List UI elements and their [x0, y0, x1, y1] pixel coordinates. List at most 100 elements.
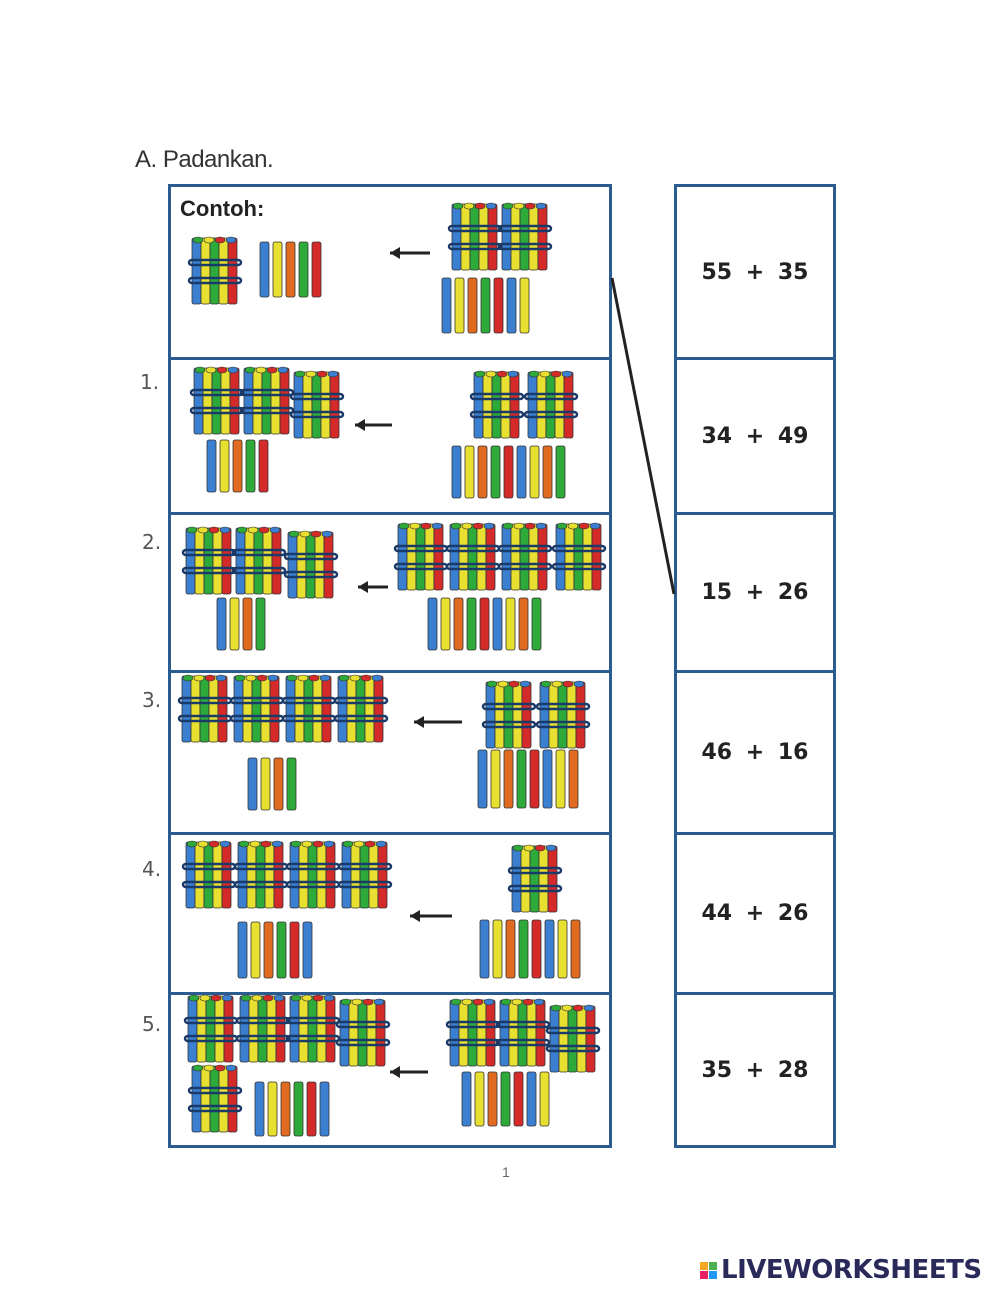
ten-bundle — [497, 202, 553, 271]
ten-bundle — [229, 674, 285, 743]
one-stick — [441, 277, 452, 334]
expression-cell-3[interactable]: 15 + 26 — [677, 512, 833, 670]
one-stick — [453, 597, 464, 651]
expression-cell-1[interactable]: 55 + 35 — [701, 259, 809, 285]
ten-bundle — [289, 370, 345, 439]
ten-bundle — [333, 674, 389, 743]
one-stick — [492, 919, 503, 979]
one-stick — [461, 1071, 472, 1127]
one-stick — [555, 445, 566, 499]
item-number-3: 3. — [142, 688, 162, 712]
one-stick — [242, 597, 253, 651]
ten-bundle — [469, 370, 525, 439]
one-stick — [506, 277, 517, 334]
one-stick — [451, 445, 462, 499]
one-stick — [487, 1071, 498, 1127]
item-row-3[interactable] — [171, 670, 609, 832]
one-stick — [311, 241, 322, 298]
expression-column: 55 + 35 34 + 49 15 + 26 46 + 16 44 + 26 … — [674, 184, 836, 1148]
ten-bundle — [523, 370, 579, 439]
liveworksheets-icon — [700, 1261, 717, 1279]
one-stick — [557, 919, 568, 979]
ten-bundle — [535, 680, 591, 749]
expression-cell-5[interactable]: 44 + 26 — [677, 832, 833, 992]
one-stick — [492, 597, 503, 651]
page-number: 1 — [502, 1164, 510, 1180]
one-stick — [245, 439, 256, 493]
one-stick — [267, 1081, 278, 1137]
one-stick — [263, 921, 274, 979]
one-stick — [503, 749, 514, 809]
one-stick — [542, 445, 553, 499]
one-stick — [260, 757, 271, 811]
expression-cell-2[interactable]: 34 + 49 — [677, 357, 833, 512]
item-row-2[interactable] — [171, 512, 609, 670]
item-row-5[interactable] — [171, 992, 609, 1145]
ten-bundle — [495, 998, 551, 1067]
arrowhead-icon — [414, 716, 424, 728]
one-stick — [568, 749, 579, 809]
ten-bundle — [551, 522, 607, 591]
ten-bundle — [281, 674, 337, 743]
one-stick — [232, 439, 243, 493]
one-stick — [529, 749, 540, 809]
one-stick — [542, 749, 553, 809]
one-stick — [531, 597, 542, 651]
one-stick — [480, 277, 491, 334]
one-stick — [454, 277, 465, 334]
one-stick — [285, 241, 296, 298]
arrowhead-icon — [355, 419, 365, 431]
one-stick — [427, 597, 438, 651]
instruction-heading: A. Padankan. — [135, 146, 274, 173]
one-stick — [440, 597, 451, 651]
one-stick — [539, 1071, 550, 1127]
one-stick — [466, 597, 477, 651]
ten-bundle — [183, 994, 239, 1063]
one-stick — [570, 919, 581, 979]
one-stick — [289, 921, 300, 979]
ten-bundle — [177, 674, 233, 743]
expression-cell-4[interactable]: 46 + 16 — [677, 670, 833, 832]
one-stick — [247, 757, 258, 811]
ten-bundle — [285, 994, 341, 1063]
ten-bundle — [189, 366, 245, 435]
one-stick — [255, 597, 266, 651]
one-stick — [293, 1081, 304, 1137]
arrowhead-icon — [358, 581, 368, 593]
one-stick — [555, 749, 566, 809]
ten-bundle — [283, 530, 339, 599]
brand-logo: LIVEWORKSHEETS — [700, 1255, 982, 1285]
one-stick — [529, 445, 540, 499]
item-row-1[interactable] — [171, 357, 609, 512]
one-stick — [531, 919, 542, 979]
item-number-2: 2. — [142, 530, 162, 554]
one-stick — [259, 241, 270, 298]
one-stick — [474, 1071, 485, 1127]
one-stick — [513, 1071, 524, 1127]
one-stick — [516, 749, 527, 809]
item-row-4[interactable] — [171, 832, 609, 992]
ten-bundle — [181, 526, 237, 595]
one-stick — [526, 1071, 537, 1127]
example-label: Contoh: — [180, 196, 265, 221]
one-stick — [518, 597, 529, 651]
one-stick — [467, 277, 478, 334]
one-stick — [477, 445, 488, 499]
one-stick — [477, 749, 488, 809]
arrowhead-icon — [390, 247, 400, 259]
one-stick — [302, 921, 313, 979]
ten-bundle — [497, 522, 553, 591]
logo-square — [700, 1270, 708, 1279]
one-stick — [479, 919, 490, 979]
item-number-4: 4. — [142, 857, 162, 881]
expression-cell-6[interactable]: 35 + 28 — [677, 992, 833, 1145]
ten-bundle — [445, 998, 501, 1067]
one-stick — [206, 439, 217, 493]
one-stick — [254, 1081, 265, 1137]
ten-bundle — [545, 1004, 601, 1073]
arrowhead-icon — [410, 910, 420, 922]
ten-bundle — [187, 236, 243, 305]
one-stick — [493, 277, 504, 334]
ten-bundle — [335, 998, 391, 1067]
